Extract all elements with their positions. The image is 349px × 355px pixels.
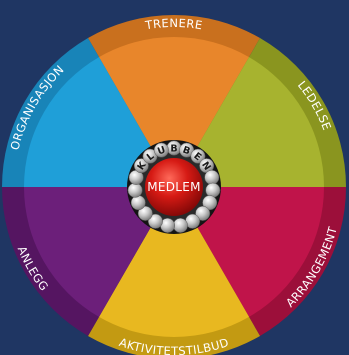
segment-trenere	[99, 37, 249, 188]
center-label: MEDLEM	[147, 180, 201, 194]
hub-bead	[153, 142, 169, 158]
hub-ring-letter: E	[191, 151, 203, 164]
segment-arrangement	[174, 187, 324, 317]
hub-bead	[204, 169, 220, 185]
hub-bead	[202, 195, 218, 211]
hub-bead	[190, 148, 206, 164]
segment-anlegg	[24, 187, 174, 317]
hub-bead	[195, 205, 211, 221]
hub-bead	[147, 213, 163, 229]
hub-bead	[133, 158, 149, 174]
hub-bead	[130, 195, 146, 211]
hub-ring-letter: U	[156, 145, 167, 158]
segment-aktivitetstilbud	[99, 187, 249, 337]
segment-ledelse	[174, 57, 324, 187]
hub-ring-letter: B	[181, 145, 191, 158]
hub-bead	[172, 218, 188, 233]
hub-ring-letter: B	[170, 143, 177, 154]
segment-organisasjon	[24, 57, 174, 187]
hub-bead	[205, 182, 221, 198]
hub-ring-letter: L	[145, 151, 157, 163]
center-hub	[145, 158, 203, 216]
segment-label-trenere: TRENERE	[143, 16, 203, 33]
hub-bead	[137, 205, 153, 221]
hub-bead	[127, 182, 143, 198]
